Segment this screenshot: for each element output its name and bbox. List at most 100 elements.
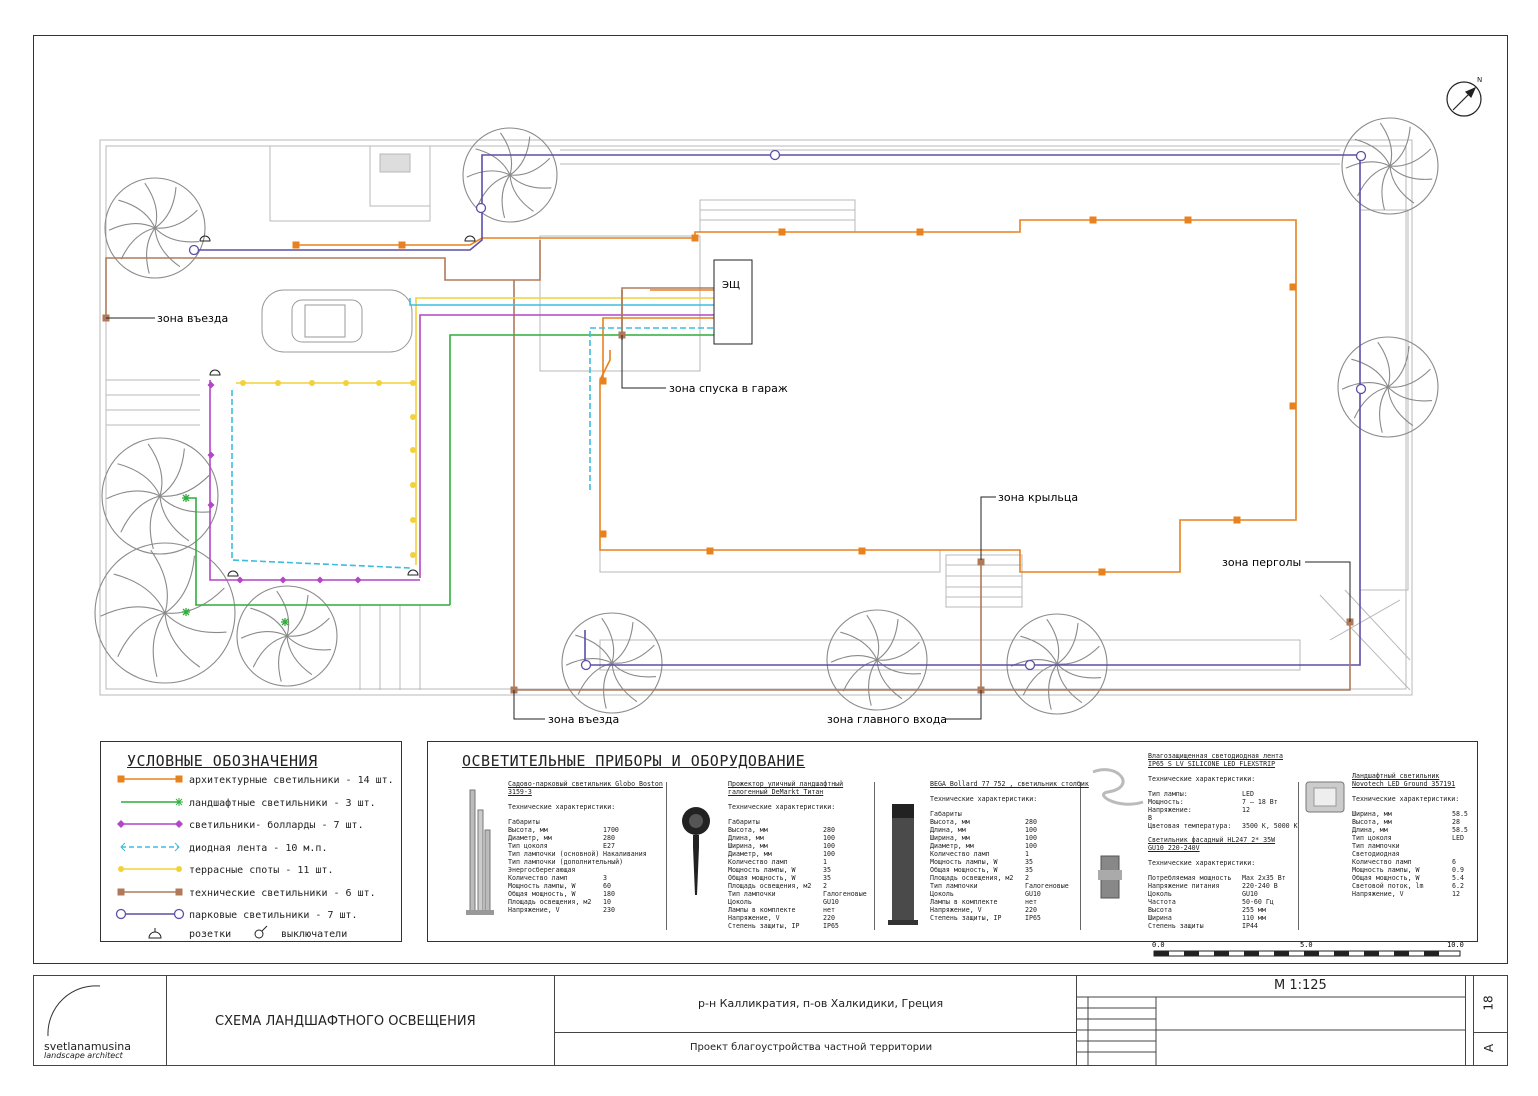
spec-key: Степень защиты: [1148, 922, 1204, 930]
tree-icon: [826, 609, 928, 711]
terrace-spot-marker: [376, 380, 382, 386]
spec-value: 35: [1025, 858, 1033, 866]
location-text: р-н Калликратия, п-ов Халкидики, Греция: [698, 997, 944, 1010]
spec-key: Общая мощность, W: [728, 874, 796, 882]
terrace-spot-marker: [410, 552, 416, 558]
north-arrow-icon: N: [1446, 76, 1482, 117]
fixture-model: галогенный DeMarkt Титан: [728, 788, 824, 796]
equipment-title: ОСВЕТИТЕЛЬНЫЕ ПРИБОРЫ И ОБОРУДОВАНИЕ: [462, 752, 806, 770]
legend-panel: УСЛОВНЫЕ ОБОЗНАЧЕНИЯ архитектурные свети…: [100, 741, 402, 942]
spec-value: IP65: [1025, 914, 1041, 922]
spec-key: Мощность:: [1148, 798, 1184, 806]
spec-value: 0.9: [1452, 866, 1464, 874]
fixture-name: Садово-парковый светильник Globo Boston: [508, 780, 663, 788]
landscape-light-marker: [281, 618, 289, 626]
led-strip-line: [231, 390, 411, 569]
revision-grid: [1076, 996, 1466, 1066]
panel-label: ЭЩ: [722, 280, 740, 291]
architectural-light-marker: [599, 530, 607, 538]
spec-value: 100: [1025, 834, 1037, 842]
spec-key: Габариты: [930, 810, 962, 818]
spec-row: Габариты: [728, 818, 867, 826]
spec-key: Диаметр, мм: [728, 850, 772, 858]
spec-heading: Технические характеристики:: [1352, 795, 1460, 803]
landscape-line: [186, 497, 450, 606]
spec-value: 100: [823, 842, 835, 850]
tree-icon: [236, 585, 338, 687]
led-strip-image: [1092, 768, 1144, 806]
spec-value: 280: [823, 826, 835, 834]
fixture-name: BEGA Bollard 77 752 , светильник столбик: [930, 780, 1089, 788]
scale-0: 0.0: [1152, 941, 1165, 949]
terrace-spot-marker: [410, 447, 416, 453]
spec-key: Высота: [1148, 906, 1172, 914]
architectural-line: [296, 219, 1297, 573]
spec-value: 255 мм: [1242, 906, 1266, 914]
spec-row: Цветовая температура:3500 К, 5000 К: [1148, 822, 1298, 830]
divider: [666, 782, 667, 930]
novotech-lamp-image: [1305, 781, 1345, 813]
bega-bollard-image: [888, 804, 918, 925]
legend-item-label: террасные споты - 11 шт.: [189, 865, 334, 876]
spec-value: 220-240 В: [1242, 882, 1278, 890]
spec-key: Площадь освещения, м2: [508, 898, 592, 906]
spec-value: LED: [1452, 834, 1464, 842]
spec-value: 230: [603, 906, 615, 914]
zone-entry-top: зона въезда: [157, 312, 228, 325]
spec-row: Габариты: [930, 810, 1089, 818]
spec-value: 220: [823, 914, 835, 922]
spec-value: 7 – 18 Вт: [1242, 798, 1278, 806]
spec-value: 180: [603, 890, 615, 898]
spec-key: Степень защиты, IP: [930, 914, 1002, 922]
terrace-spot-marker: [309, 380, 315, 386]
park-light-marker: [580, 659, 592, 671]
logo-icon: [47, 985, 101, 1037]
spec-key: Высота, мм: [1352, 818, 1392, 826]
spec-value: 1: [823, 858, 827, 866]
spec-key: Мощность лампы, W: [930, 858, 998, 866]
spec-value: 12: [1452, 890, 1460, 898]
spec-value: 58.5: [1452, 826, 1468, 834]
spec-value: 100: [823, 834, 835, 842]
spec-key: Тип лампочки: [1352, 842, 1400, 850]
spec-row: Мощность: 7 – 18 Вт: [1148, 798, 1298, 806]
legend-item: парковые светильники - 7 шт.: [101, 907, 401, 927]
architectural-light-marker: [916, 228, 924, 236]
tree-icon: [561, 612, 663, 714]
technical-light-marker: [977, 558, 985, 566]
spec-row: Энергосберегающая: [508, 866, 663, 874]
legend-item: светильники- болларды - 7 шт.: [101, 817, 401, 837]
spec-key: Потребляемая мощность: [1148, 874, 1232, 882]
spec-row: В: [1148, 814, 1298, 822]
drawing-title: СХЕМА ЛАНДШАФТНОГО ОСВЕЩЕНИЯ: [215, 1014, 476, 1029]
divider: [1298, 782, 1299, 930]
trees: [94, 117, 1439, 715]
spec-key: Частота: [1148, 898, 1176, 906]
scale-5: 5.0: [1300, 941, 1313, 949]
spec-key: Диаметр, мм: [508, 834, 552, 842]
spec-value: 6: [1452, 858, 1456, 866]
spec-value: 3: [603, 874, 607, 882]
spec-key: Количество ламп: [930, 850, 990, 858]
spec-value: 100: [823, 850, 835, 858]
spec-key: Степень защиты, IP: [728, 922, 800, 930]
scale-bar: 0.0 5.0 10.0: [1152, 941, 1464, 957]
scale-10: 10.0: [1447, 941, 1464, 949]
socket-icon: [227, 570, 239, 577]
architectural-light-marker: [691, 234, 699, 242]
zone-garage: зона спуска в гараж: [669, 382, 788, 395]
globo-lamp-image: [466, 789, 494, 915]
